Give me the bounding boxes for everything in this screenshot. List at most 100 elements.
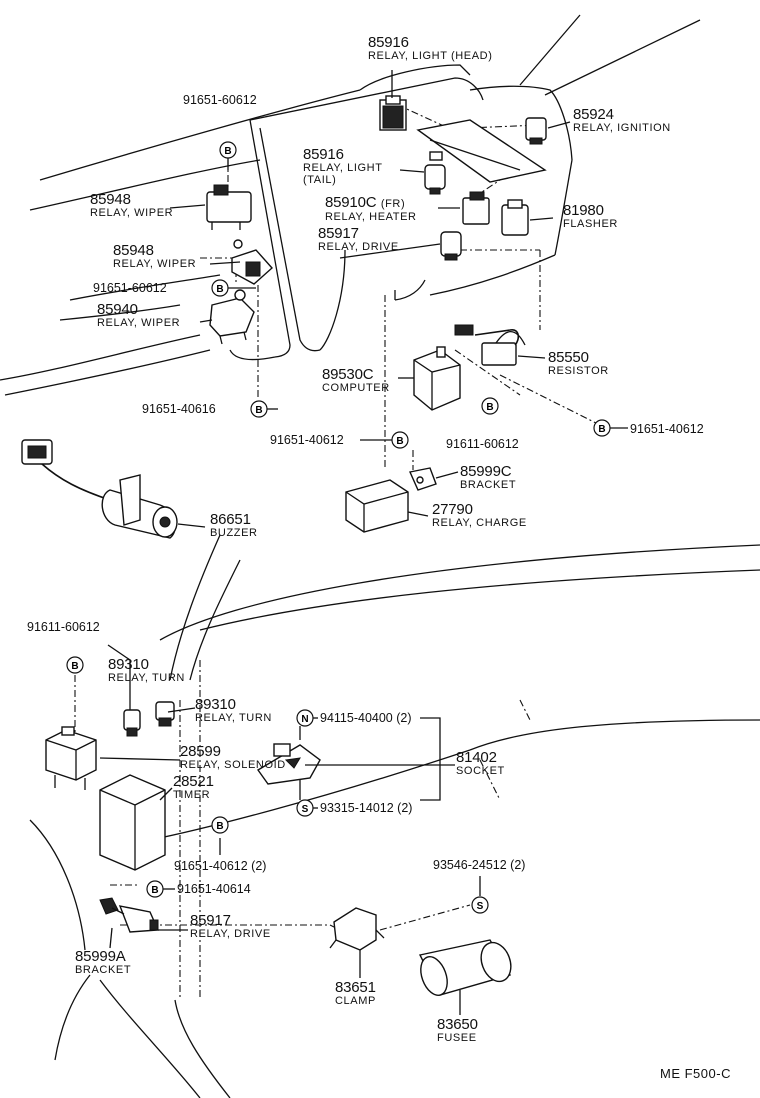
- part-number: 89530C: [322, 366, 374, 383]
- drive-relay-top-drawing: [440, 231, 462, 261]
- fastener-ref: 91651-60612: [183, 93, 257, 107]
- part-name: RELAY, DRIVE: [190, 928, 271, 940]
- label-drive-relay-top: 85917 RELAY, DRIVE: [318, 226, 399, 253]
- part-number: 81402: [456, 749, 497, 766]
- ignition-relay-drawing: [525, 117, 547, 145]
- charge-relay-drawing: [345, 479, 409, 533]
- part-name: BRACKET: [460, 479, 517, 491]
- label-leaders: [99, 70, 571, 1015]
- buzzer-drawing: [21, 439, 178, 539]
- fastener-ref: 91651-60612: [93, 281, 167, 295]
- part-number: 83650: [437, 1016, 478, 1033]
- svg-text:B: B: [396, 436, 403, 447]
- svg-text:S: S: [302, 804, 309, 815]
- fastener-ref: 94115-40400 (2): [320, 711, 412, 725]
- part-name: SOCKET: [456, 765, 505, 777]
- fastener-ref: 91611-60612: [27, 620, 100, 634]
- part-suffix: (FR): [380, 198, 406, 210]
- fastener-ref: 91651-40616: [142, 402, 216, 416]
- part-number: 86651: [210, 511, 251, 528]
- label-computer: 89530C COMPUTER: [322, 367, 390, 394]
- label-fusee: 83650 FUSEE: [437, 1017, 478, 1044]
- dash-panel-outline: [0, 14, 701, 396]
- fuse-box-drawing: [416, 119, 547, 183]
- computer-drawing: [413, 346, 461, 411]
- part-name: RELAY, TURN: [108, 672, 185, 684]
- flasher-drawing: [501, 199, 529, 236]
- label-ignition-relay: 85924 RELAY, IGNITION: [573, 107, 671, 134]
- head-light-relay-drawing: [379, 95, 407, 131]
- part-number: 28599: [180, 743, 221, 760]
- label-wiper-relay-2: 85948 RELAY, WIPER: [113, 243, 196, 270]
- label-drive-relay-bottom: 85917 RELAY, DRIVE: [190, 913, 271, 940]
- figure-code: ME F500-C: [660, 1066, 731, 1081]
- label-head-light-relay: 85916 RELAY, LIGHT (HEAD): [368, 35, 493, 62]
- part-number: 27790: [432, 501, 473, 518]
- svg-text:B: B: [71, 661, 78, 672]
- part-number: 85924: [573, 106, 614, 123]
- svg-text:B: B: [598, 424, 605, 435]
- part-name: BUZZER: [210, 527, 258, 539]
- label-bracket-a: 85999A BRACKET: [75, 949, 131, 976]
- part-number: 85916: [368, 34, 409, 51]
- turn-relay-2-drawing: [155, 701, 175, 727]
- label-heater-relay: 85910C (FR) RELAY, HEATER: [325, 195, 417, 223]
- part-name: CLAMP: [335, 995, 376, 1007]
- fastener-ref: 93546-24512 (2): [433, 858, 526, 872]
- part-name: RELAY, IGNITION: [573, 122, 671, 134]
- label-flasher: 81980 FLASHER: [563, 203, 618, 230]
- part-name: BRACKET: [75, 964, 132, 976]
- svg-text:B: B: [216, 284, 223, 295]
- svg-text:N: N: [301, 714, 308, 725]
- bracket-c-drawing: [409, 467, 437, 491]
- part-number: 81980: [563, 202, 604, 219]
- fastener-ref: 91651-40612: [270, 433, 344, 447]
- label-solenoid-relay: 28599 RELAY, SOLENOID: [180, 744, 286, 771]
- label-wiper-relay-1: 85948 RELAY, WIPER: [90, 192, 173, 219]
- label-clamp: 83651 CLAMP: [335, 980, 376, 1007]
- part-number: 85940: [97, 301, 138, 318]
- part-number: 83651: [335, 979, 376, 996]
- part-name: RELAY, LIGHT: [303, 162, 383, 174]
- label-charge-relay: 27790 RELAY, CHARGE: [432, 502, 527, 529]
- svg-text:B: B: [216, 821, 223, 832]
- part-name: RELAY, TURN: [195, 712, 272, 724]
- part-number: 85948: [113, 242, 154, 259]
- part-name: RELAY, HEATER: [325, 211, 417, 223]
- svg-text:B: B: [224, 146, 231, 157]
- part-name: RELAY, WIPER: [113, 258, 197, 270]
- part-number: 85948: [90, 191, 131, 208]
- part-name-line2: (TAIL): [303, 174, 337, 186]
- part-number: 85917: [190, 912, 231, 929]
- svg-text:B: B: [255, 405, 262, 416]
- socket-drawing: [256, 743, 321, 785]
- fusee-drawing: [418, 939, 512, 996]
- label-wiper-relay-3: 85940 RELAY, WIPER: [97, 302, 180, 329]
- clamp-drawing: [329, 907, 385, 951]
- svg-text:B: B: [151, 885, 158, 896]
- fastener-ref: 93315-14012 (2): [320, 801, 413, 815]
- label-turn-relay-2: 89310 RELAY, TURN: [195, 697, 272, 724]
- part-number: 85999C: [460, 463, 512, 480]
- part-number: 28521: [173, 773, 214, 790]
- fastener-markers: B B B B B B B B B N S S: [66, 141, 628, 914]
- label-buzzer: 86651 BUZZER: [210, 512, 258, 539]
- wiper-relay-2-drawing: [231, 239, 273, 285]
- part-name: TIMER: [173, 789, 211, 801]
- timer-drawing: [99, 774, 166, 871]
- heater-relay-drawing: [462, 191, 490, 225]
- part-name: RELAY, CHARGE: [432, 517, 527, 529]
- drive-relay-bottom-drawing: [99, 897, 160, 933]
- label-turn-relay-1: 89310 RELAY, TURN: [108, 657, 185, 684]
- solenoid-relay-drawing: [45, 726, 97, 790]
- wiper-relay-3-drawing: [209, 289, 255, 345]
- turn-relay-1-drawing: [123, 709, 141, 737]
- part-number: 85550: [548, 349, 589, 366]
- label-resistor: 85550 RESISTOR: [548, 350, 609, 377]
- part-name: RELAY, DRIVE: [318, 241, 399, 253]
- wiper-relay-1-drawing: [206, 184, 252, 230]
- label-socket: 81402 SOCKET: [456, 750, 505, 777]
- part-number: 89310: [108, 656, 149, 673]
- part-number: 89310: [195, 696, 236, 713]
